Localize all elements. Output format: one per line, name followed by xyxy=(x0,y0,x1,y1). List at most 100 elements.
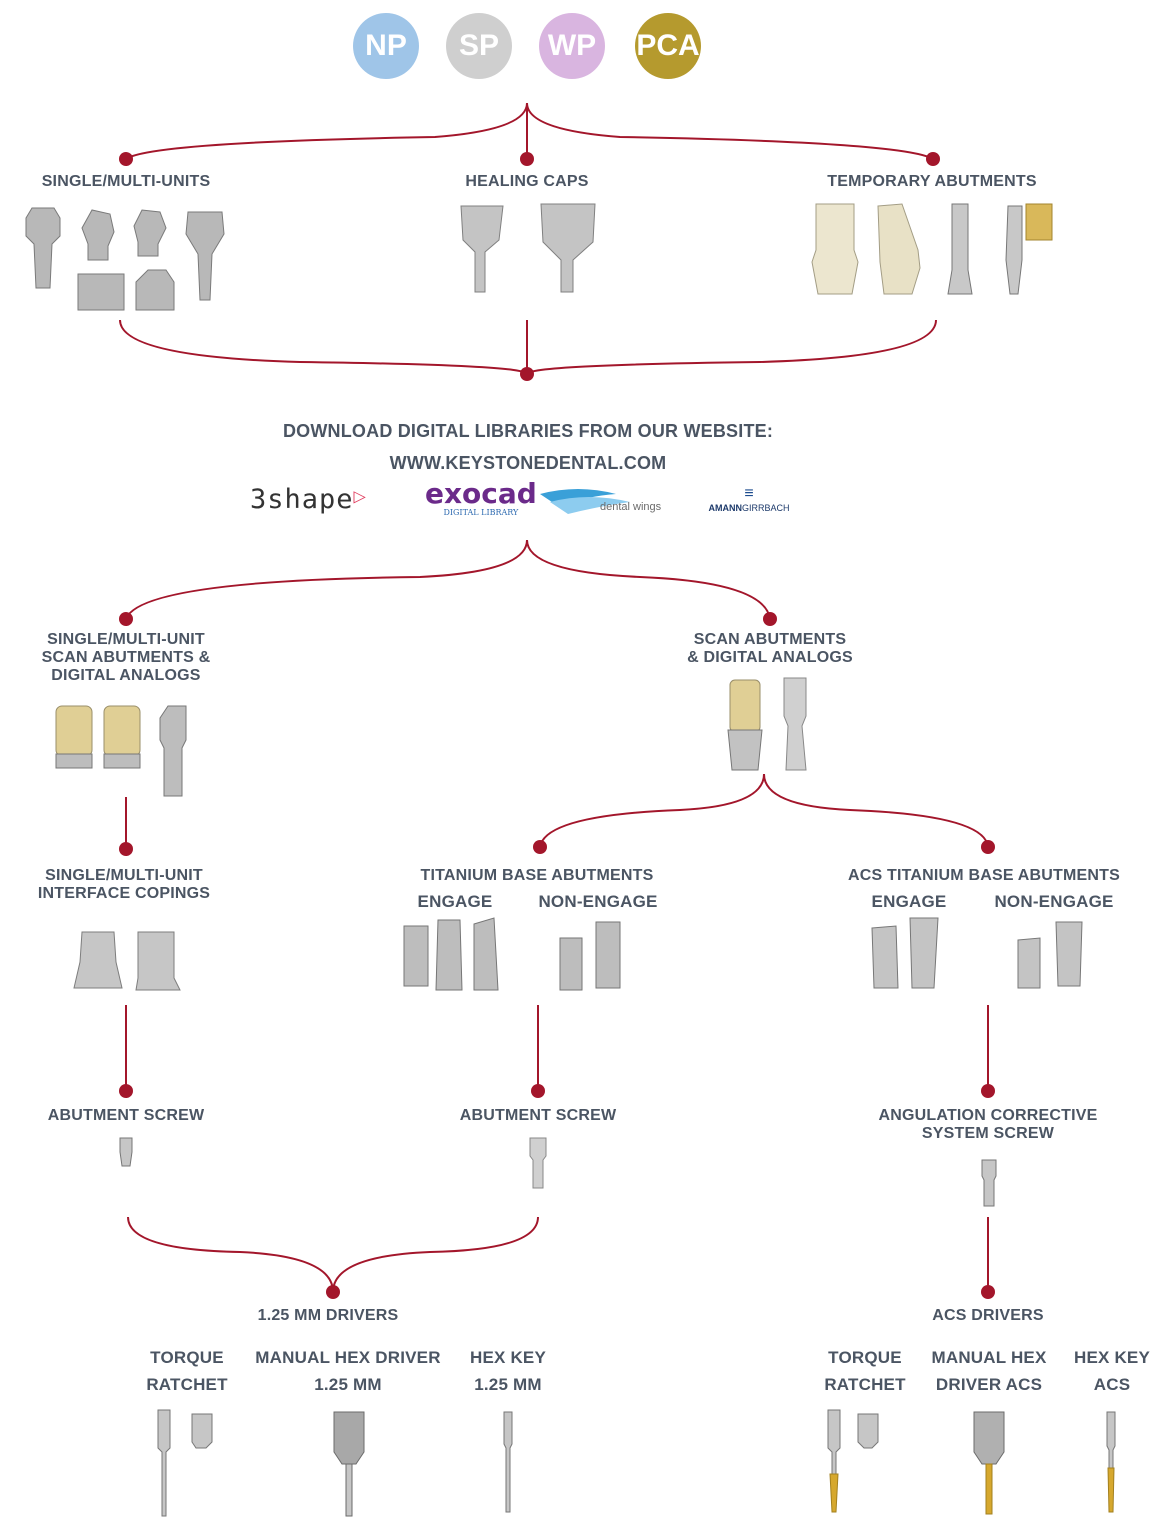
connector-node-dot xyxy=(520,152,534,166)
label-torque-2-line-2: RATCHET xyxy=(824,1375,906,1394)
label-temporary-abutments: TEMPORARY ABUTMENTS xyxy=(827,173,1037,190)
label-sm-scan-line-1: SINGLE/MULTI-UNIT xyxy=(47,631,205,648)
logo-girrbach-text: GIRRBACH xyxy=(741,503,790,513)
logo-dental-wings-text: dental wings xyxy=(600,501,662,513)
label-125-drivers: 1.25 MM DRIVERS xyxy=(257,1307,399,1324)
interface-copings-image xyxy=(73,931,181,991)
label-abutment-screw-2: ABUTMENT SCREW xyxy=(459,1107,617,1124)
manual-hex-125-image xyxy=(333,1411,365,1517)
label-website: WWW.KEYSTONEDENTAL.COM xyxy=(389,453,667,473)
label-scan-line-1: SCAN ABUTMENTS xyxy=(693,631,847,648)
label-acs-drivers: ACS DRIVERS xyxy=(932,1307,1044,1324)
label-scan-line-2: & DIGITAL ANALOGS xyxy=(687,649,853,666)
label-manual-hex-acs-line-2: DRIVER ACS xyxy=(935,1375,1043,1394)
connector-line xyxy=(125,102,528,160)
label-torque-2-line-1: TORQUE xyxy=(828,1348,902,1367)
label-acs-screw: ANGULATION CORRECTIVE SYSTEM SCREW xyxy=(878,1107,1097,1143)
label-manual-hex-acs: MANUAL HEX DRIVER ACS xyxy=(931,1344,1046,1398)
logo-3shape: 3shape▷ xyxy=(250,484,366,515)
label-torque-1-line-1: TORQUE xyxy=(150,1348,224,1367)
scan-abutments-image xyxy=(727,677,807,771)
logo-amann-girrbach: ≡ AMANNGIRRBACH xyxy=(696,486,802,514)
label-hex-key-125-line-1: HEX KEY xyxy=(469,1348,547,1367)
connector-node-dot xyxy=(520,367,534,381)
badge-wp: WP xyxy=(539,13,605,79)
manual-hex-acs-image xyxy=(973,1411,1005,1515)
logo-amann-text: AMANN xyxy=(708,503,742,513)
label-scan-abutments: SCAN ABUTMENTS & DIGITAL ANALOGS xyxy=(687,631,853,667)
label-titanium-base: TITANIUM BASE ABUTMENTS xyxy=(420,867,654,884)
acs-titanium-base-image xyxy=(871,917,1083,989)
sm-scan-abutments-image xyxy=(55,705,187,797)
torque-ratchet-2-image xyxy=(827,1409,879,1513)
amann-stripes-icon: ≡ xyxy=(744,485,754,502)
hex-key-acs-image xyxy=(1106,1411,1116,1513)
connector-line xyxy=(763,773,989,848)
connector-node-dot xyxy=(119,612,133,626)
connector-line xyxy=(539,773,765,848)
connector-line xyxy=(526,102,934,160)
single-multi-unit-parts-image xyxy=(25,207,225,311)
label-interface-line-2: INTERFACE COPINGS xyxy=(37,885,211,902)
label-sm-scan-line-2: SCAN ABUTMENTS & xyxy=(41,649,211,666)
connector-node-dot xyxy=(763,612,777,626)
triangle-icon: ▷ xyxy=(353,488,366,506)
connector-line xyxy=(127,1216,334,1293)
label-abutment-screw-1: ABUTMENT SCREW xyxy=(47,1107,205,1124)
label-ti-non-engage: NON-ENGAGE xyxy=(538,892,658,911)
label-hex-key-125: HEX KEY 1.25 MM xyxy=(470,1344,546,1398)
healing-caps-image xyxy=(460,203,596,293)
connector-line xyxy=(526,319,937,375)
label-hex-key-acs: HEX KEY ACS xyxy=(1074,1344,1150,1398)
label-ti-engage: ENGAGE xyxy=(417,892,493,911)
label-sm-scan-abutments: SINGLE/MULTI-UNIT SCAN ABUTMENTS & DIGIT… xyxy=(42,631,211,685)
connector-node-dot xyxy=(981,1285,995,1299)
label-acs-non-engage: NON-ENGAGE xyxy=(994,892,1114,911)
label-torque-ratchet-2: TORQUE RATCHET xyxy=(824,1344,905,1398)
connector-node-dot xyxy=(119,152,133,166)
label-manual-hex-acs-line-1: MANUAL HEX xyxy=(931,1348,1047,1367)
hex-key-125-image xyxy=(503,1411,513,1513)
label-manual-hex-125-line-1: MANUAL HEX DRIVER xyxy=(255,1348,441,1367)
label-torque-1-line-2: RATCHET xyxy=(146,1375,228,1394)
label-interface-line-1: SINGLE/MULTI-UNIT xyxy=(45,867,203,884)
logo-exocad: exocad DIGITAL LIBRARY xyxy=(425,480,537,518)
wings-icon xyxy=(540,489,630,514)
connector-node-dot xyxy=(531,1084,545,1098)
badge-pca: PCA xyxy=(635,13,701,79)
label-manual-hex-125-line-2: 1.25 MM xyxy=(314,1375,382,1394)
logo-3shape-text: 3shape xyxy=(250,484,354,515)
label-torque-ratchet-1: TORQUE RATCHET xyxy=(146,1344,227,1398)
label-download-libraries: DOWNLOAD DIGITAL LIBRARIES FROM OUR WEBS… xyxy=(282,421,774,441)
label-acs-screw-line-2: SYSTEM SCREW xyxy=(921,1125,1055,1142)
label-single-multi-units: SINGLE/MULTI-UNITS xyxy=(41,173,211,190)
connector-line xyxy=(332,1216,539,1293)
label-hex-key-acs-line-2: ACS xyxy=(1093,1375,1131,1394)
label-manual-hex-125: MANUAL HEX DRIVER 1.25 MM xyxy=(255,1344,440,1398)
connector-node-dot xyxy=(533,840,547,854)
connector-node-dot xyxy=(981,840,995,854)
label-acs-screw-line-1: ANGULATION CORRECTIVE xyxy=(878,1107,1098,1124)
label-acs-engage: ENGAGE xyxy=(871,892,947,911)
logo-dental-wings: dental wings xyxy=(538,484,678,518)
connector-node-dot xyxy=(981,1084,995,1098)
label-sm-scan-line-3: DIGITAL ANALOGS xyxy=(51,667,201,684)
label-acs-titanium-base: ACS TITANIUM BASE ABUTMENTS xyxy=(847,867,1121,884)
label-hex-key-125-line-2: 1.25 MM xyxy=(474,1375,542,1394)
connector-line xyxy=(125,539,528,620)
label-sm-interface-copings: SINGLE/MULTI-UNIT INTERFACE COPINGS xyxy=(38,867,210,903)
badge-np: NP xyxy=(353,13,419,79)
badge-sp: SP xyxy=(446,13,512,79)
connector-line xyxy=(526,539,771,620)
abutment-screw-2-image xyxy=(529,1137,547,1189)
abutment-screw-1-image xyxy=(119,1137,133,1167)
connector-node-dot xyxy=(326,1285,340,1299)
acs-screw-image xyxy=(981,1159,997,1207)
connector-node-dot xyxy=(119,1084,133,1098)
connector-line xyxy=(119,319,528,375)
logo-exocad-text: exocad xyxy=(425,477,537,510)
titanium-base-image xyxy=(403,917,621,991)
logo-exocad-sub: DIGITAL LIBRARY xyxy=(443,508,519,517)
label-healing-caps: HEALING CAPS xyxy=(465,173,589,190)
